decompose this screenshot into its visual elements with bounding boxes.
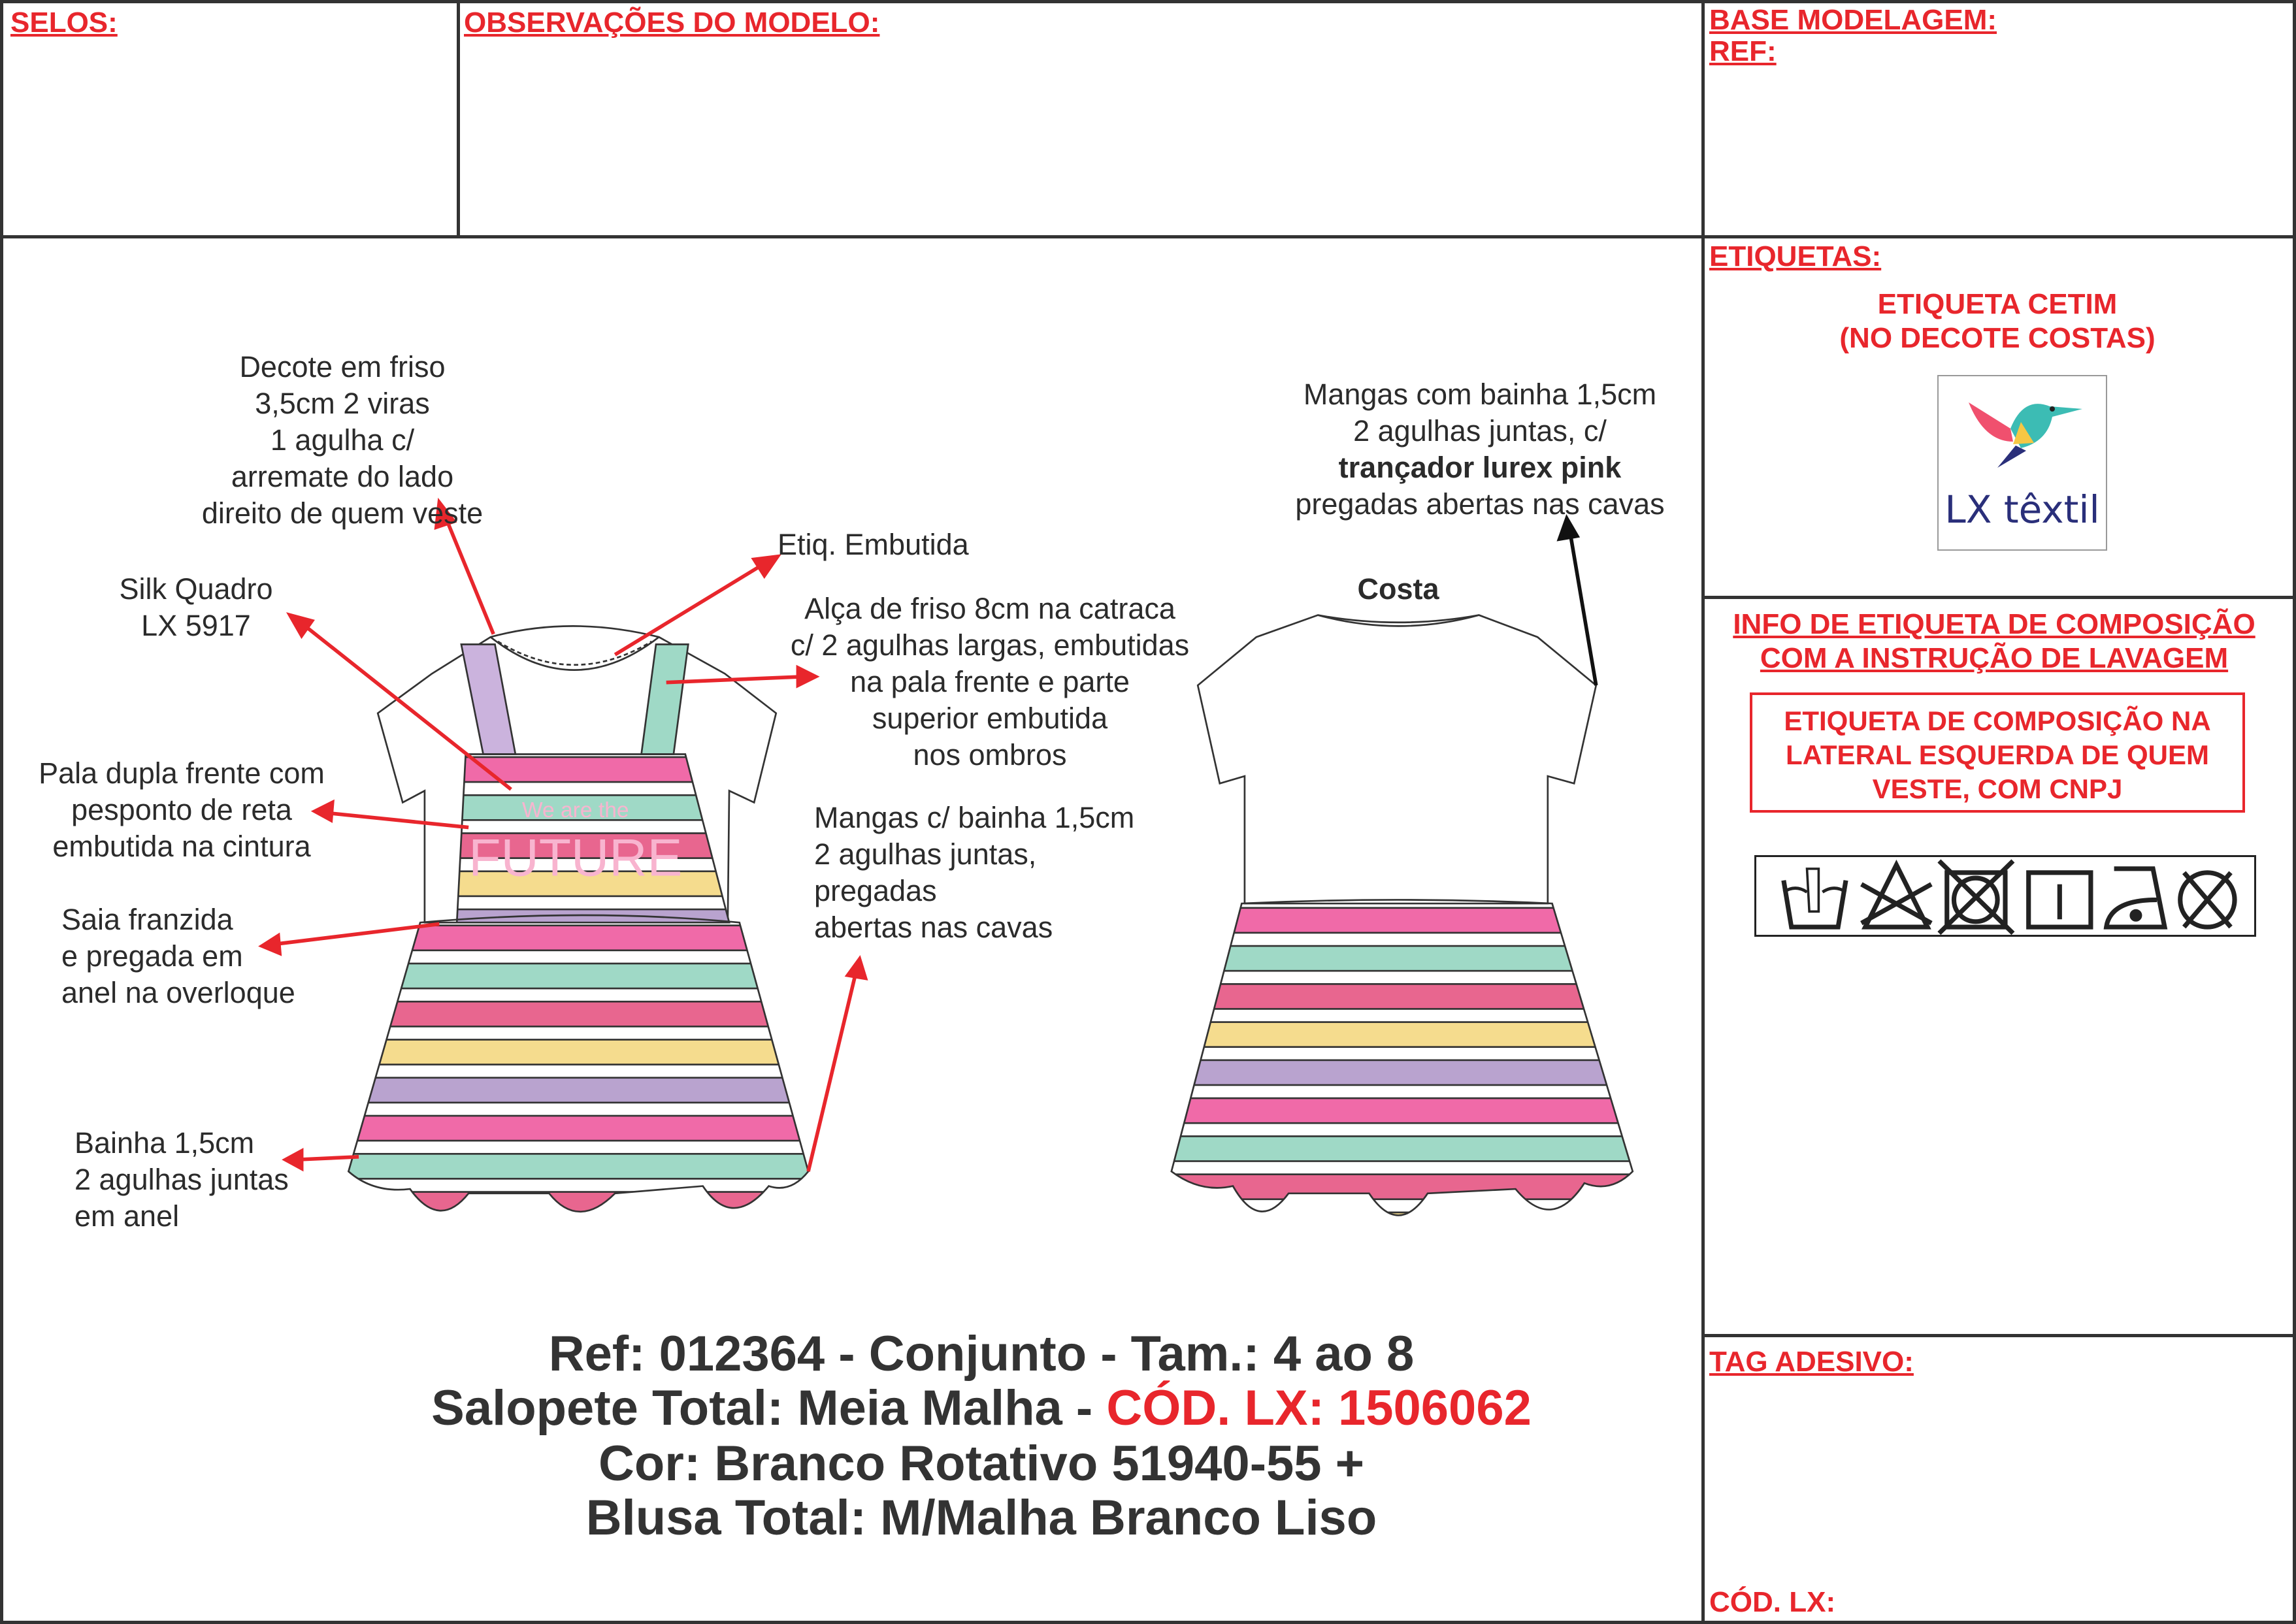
etiqueta-cetim-line: (NO DECOTE COSTAS) [1839, 322, 2156, 354]
etiquetas-label: ETIQUETAS: [1709, 240, 1882, 272]
note-line: Bainha 1,5cm [74, 1126, 255, 1160]
note-line: anel na overloque [61, 976, 295, 1009]
iron-low-icon [2103, 866, 2168, 930]
cod-lx-value: CÓD. LX: 1506062 [1106, 1380, 1532, 1436]
line-dry-icon [2026, 870, 2093, 930]
costa-label: Costa [1357, 572, 1439, 606]
note-line: na pala frente e parte [850, 665, 1130, 698]
right-divider-1 [1703, 235, 2296, 238]
info-title: INFO DE ETIQUETA DE COMPOSIÇÃO COM A INS… [1733, 608, 2255, 675]
hummingbird-icon [1969, 402, 2082, 468]
note-line: arremate do lado [231, 460, 454, 493]
composition-line: VESTE, COM CNPJ [1872, 773, 2123, 804]
note-line: Mangas c/ bainha 1,5cm [814, 801, 1135, 834]
tag-adesivo-label: TAG ADESIVO: [1709, 1346, 1914, 1378]
note-line: 1 agulha c/ [270, 423, 415, 457]
note-line: LX 5917 [141, 609, 251, 642]
bainha-note: Bainha 1,5cm 2 agulhas juntas em anel [74, 1125, 289, 1235]
note-line: e pregada em [61, 939, 243, 973]
right-divider-2 [1703, 596, 2296, 599]
fabric-text: Salopete Total: Meia Malha - [431, 1380, 1107, 1436]
print-line-2: FUTURE [468, 828, 682, 887]
no-dry-clean-icon [2178, 870, 2237, 930]
note-line: 3,5cm 2 viras [255, 387, 430, 420]
front-view: We are the FUTURE [347, 625, 810, 1213]
care-symbols [1754, 855, 2256, 937]
back-view [1170, 614, 1634, 1216]
selos-divider [457, 0, 460, 237]
note-line: 2 agulhas juntas, c/ [1353, 414, 1607, 447]
note-line: Alça de friso 8cm na catraca [804, 592, 1175, 625]
right-divider-3 [1703, 1334, 2296, 1337]
footer-line-1: Ref: 012364 - Conjunto - Tam.: 4 ao 8 [548, 1326, 1415, 1382]
note-line: pregadas abertas nas cavas [1295, 487, 1665, 521]
info-title-line: COM A INSTRUÇÃO DE LAVAGEM [1760, 642, 2229, 674]
note-line: superior embutida [872, 702, 1108, 735]
alca-note: Alça de friso 8cm na catraca c/ 2 agulha… [791, 591, 1189, 773]
note-line: pesponto de reta [71, 793, 292, 826]
print-line-1: We are the [522, 798, 629, 822]
note-line: Decote em friso [239, 350, 446, 383]
cod-lx-label: CÓD. LX: [1709, 1586, 1836, 1618]
annotation-arrows [258, 497, 868, 1172]
note-line: Saia franzida [61, 903, 233, 936]
saia-note: Saia franzida e pregada em anel na overl… [61, 901, 295, 1011]
composition-line: LATERAL ESQUERDA DE QUEM [1786, 739, 2209, 770]
note-line: direito de quem veste [201, 496, 484, 530]
top-row-divider [0, 235, 1705, 238]
composition-box: ETIQUETA DE COMPOSIÇÃO NA LATERAL ESQUER… [1750, 692, 2245, 813]
base-modelagem-label: BASE MODELAGEM: [1709, 4, 1997, 36]
note-line: c/ 2 agulhas largas, embutidas [790, 628, 1190, 662]
hand-wash-icon [1781, 868, 1848, 930]
note-line: em anel [74, 1199, 180, 1233]
no-bleach-icon [1860, 859, 1933, 930]
right-column-divider [1701, 0, 1705, 1624]
note-line: pregadas [814, 874, 937, 907]
note-line: nos ombros [913, 738, 1067, 771]
no-tumble-dry-icon [1937, 859, 2015, 935]
footer-line-2: Salopete Total: Meia Malha - CÓD. LX: 15… [431, 1381, 1532, 1436]
note-line: Silk Quadro [119, 572, 273, 606]
etiqueta-cetim: ETIQUETA CETIM (NO DECOTE COSTAS) [1839, 287, 2155, 355]
etiq-note: Etiq. Embutida [778, 528, 969, 561]
brand-logo: LX têxtil [1937, 375, 2107, 551]
note-line: trançador lurex pink [1338, 451, 1622, 484]
info-title-line: INFO DE ETIQUETA DE COMPOSIÇÃO [1733, 608, 2255, 640]
footer-line-4: Blusa Total: M/Malha Branco Liso [585, 1490, 1377, 1546]
ref-label: REF: [1709, 35, 1777, 67]
note-line: Pala dupla frente com [39, 756, 325, 790]
pala-note: Pala dupla frente com pesponto de reta e… [39, 755, 325, 865]
mangas-costas-note: Mangas com bainha 1,5cm 2 agulhas juntas… [1295, 376, 1664, 523]
decote-note: Decote em friso 3,5cm 2 viras 1 agulha c… [202, 349, 483, 532]
observacoes-label: OBSERVAÇÕES DO MODELO: [464, 7, 880, 39]
footer-line-3: Cor: Branco Rotativo 51940-55 + [598, 1436, 1365, 1491]
mangas-frente-note: Mangas c/ bainha 1,5cm 2 agulhas juntas,… [814, 800, 1134, 946]
silk-note: Silk Quadro LX 5917 [119, 571, 272, 644]
note-line: 2 agulhas juntas [74, 1163, 289, 1196]
back-sleeve-arrow [1556, 514, 1598, 686]
selos-label: SELOS: [10, 7, 118, 39]
note-line: Mangas com bainha 1,5cm [1303, 378, 1657, 411]
note-line: embutida na cintura [52, 830, 311, 863]
logo-text: LX têxtil [1944, 487, 2100, 532]
etiqueta-cetim-line: ETIQUETA CETIM [1877, 288, 2118, 320]
composition-line: ETIQUETA DE COMPOSIÇÃO NA [1784, 706, 2211, 736]
note-line: abertas nas cavas [814, 911, 1053, 944]
note-line: 2 agulhas juntas, [814, 837, 1037, 871]
